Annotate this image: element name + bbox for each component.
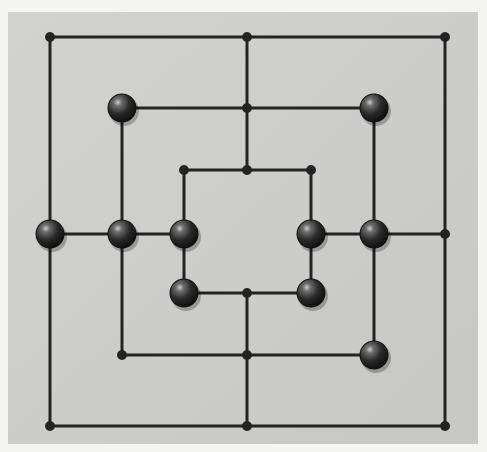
intersection-point-c6[interactable] bbox=[242, 288, 252, 298]
intersection-point-a2[interactable] bbox=[242, 32, 252, 42]
intersection-point-c1[interactable] bbox=[179, 165, 189, 175]
intersection-point-b6[interactable] bbox=[242, 350, 252, 360]
intersection-point-c2[interactable] bbox=[242, 165, 252, 175]
piece-body bbox=[297, 279, 325, 307]
intersection-point-a5[interactable] bbox=[440, 421, 450, 431]
piece-body bbox=[36, 220, 64, 248]
piece-body bbox=[108, 94, 136, 122]
intersection-point-c3[interactable] bbox=[306, 165, 316, 175]
intersection-point-a4[interactable] bbox=[440, 229, 450, 239]
intersection-point-b2[interactable] bbox=[242, 103, 252, 113]
intersection-point-b7[interactable] bbox=[117, 350, 127, 360]
piece-body bbox=[108, 220, 136, 248]
piece-body bbox=[170, 279, 198, 307]
board-surface bbox=[8, 12, 478, 444]
intersection-point-a6[interactable] bbox=[242, 421, 252, 431]
intersection-point-a1[interactable] bbox=[45, 32, 55, 42]
intersection-point-a7[interactable] bbox=[45, 421, 55, 431]
intersection-point-a3[interactable] bbox=[440, 32, 450, 42]
piece-body bbox=[360, 341, 388, 369]
piece-body bbox=[170, 220, 198, 248]
piece-body bbox=[360, 220, 388, 248]
piece-body bbox=[297, 220, 325, 248]
piece-body bbox=[360, 94, 388, 122]
